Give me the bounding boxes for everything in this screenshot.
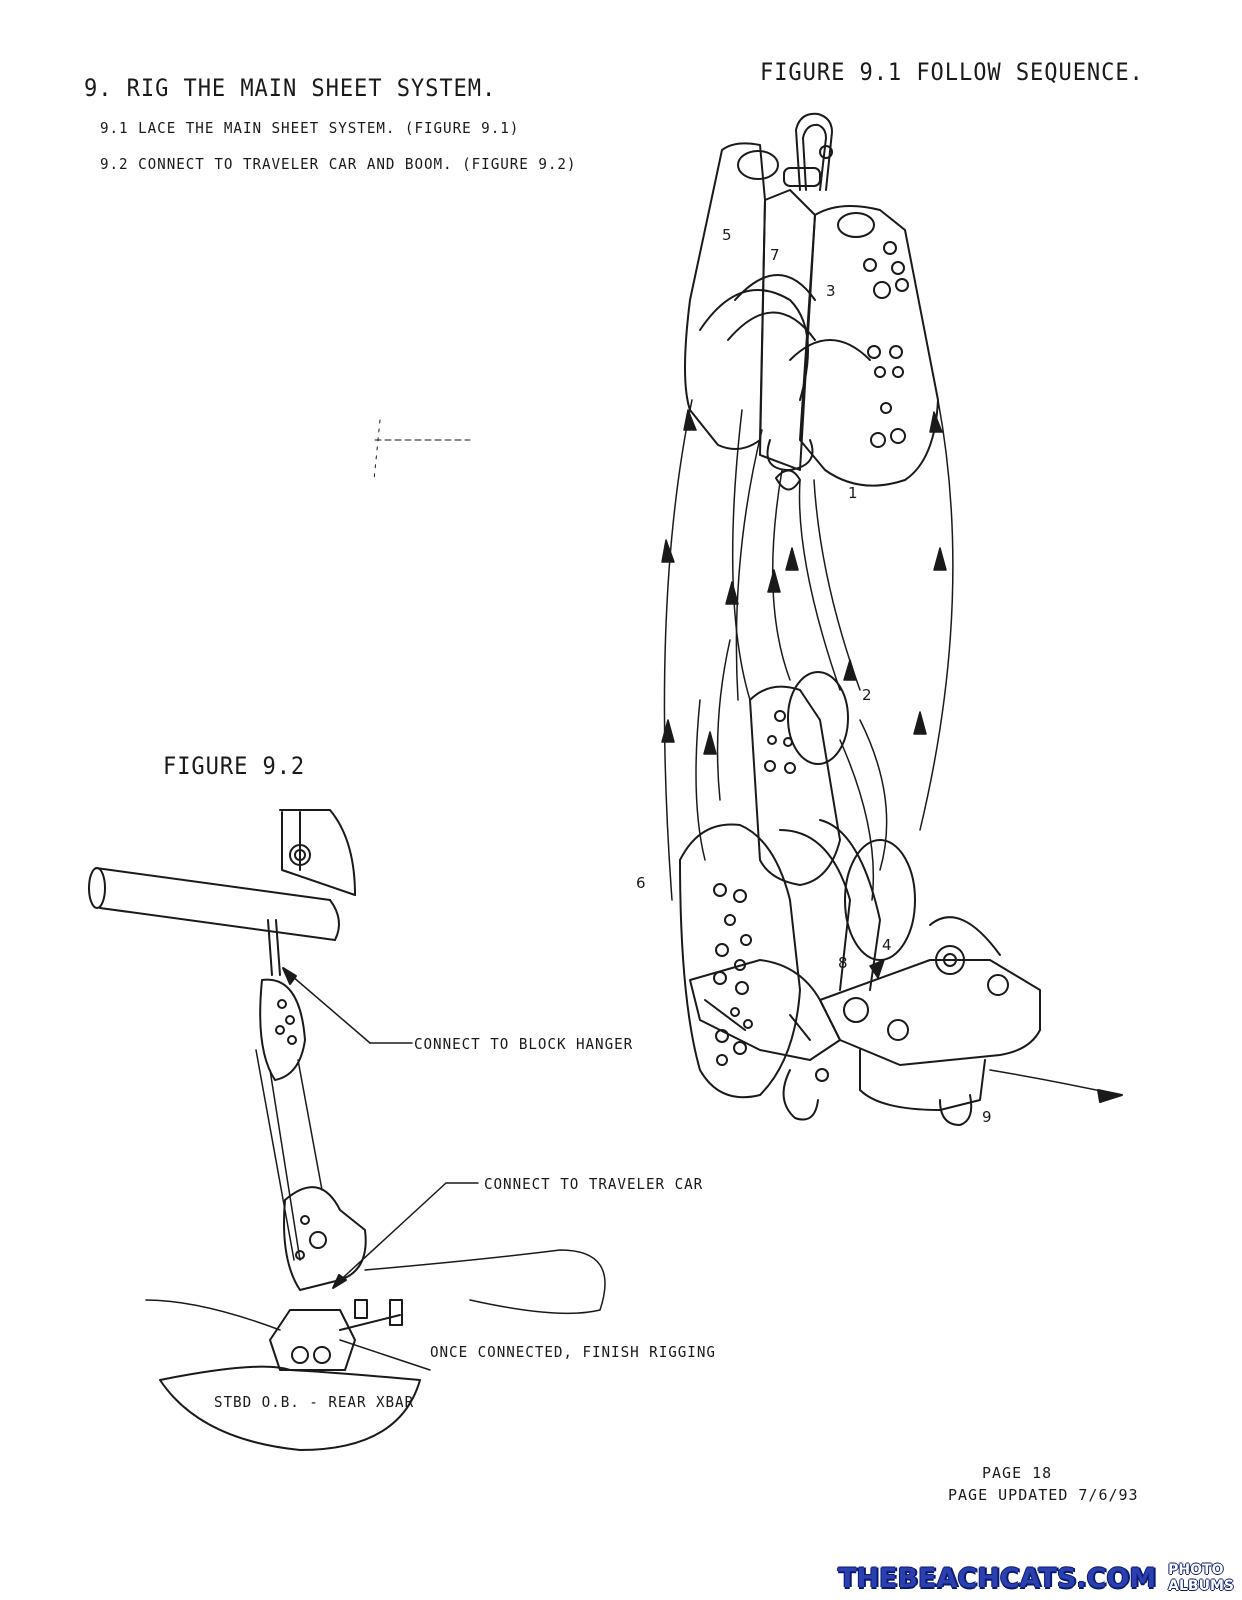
callout-finish-rigging: ONCE CONNECTED, FINISH RIGGING: [430, 1343, 716, 1361]
watermark-logo: THEBEACHCATS.COM PHOTO ALBUMS: [838, 1560, 1242, 1596]
section-heading: 9. RIG THE MAIN SHEET SYSTEM.: [84, 74, 497, 102]
figure-9-1-title: FIGURE 9.1 FOLLOW SEQUENCE.: [760, 58, 1144, 86]
watermark-brand: THEBEACHCATS.COM: [838, 1562, 1157, 1594]
sequence-label-5: 5: [722, 226, 732, 244]
sequence-label-1: 1: [848, 484, 858, 502]
sequence-label-4: 4: [882, 936, 892, 954]
figure-9-2-drawing: [88, 809, 606, 1451]
step-lace-main-sheet: 9.1 LACE THE MAIN SHEET SYSTEM. (FIGURE …: [100, 119, 520, 137]
figure-9-2-title: FIGURE 9.2: [163, 752, 306, 780]
callout-block-hanger: CONNECT TO BLOCK HANGER: [414, 1035, 634, 1053]
watermark-sub: PHOTO ALBUMS: [1168, 1562, 1234, 1594]
upper-block-drawing: [684, 112, 939, 491]
page-number: PAGE 18: [982, 1464, 1053, 1482]
lower-block-drawing: [679, 671, 1123, 1126]
step-connect-car-boom: 9.2 CONNECT TO TRAVELER CAR AND BOOM. (F…: [100, 155, 577, 173]
reeving-lines: [661, 399, 954, 979]
page-updated-date: PAGE UPDATED 7/6/93: [948, 1486, 1139, 1504]
sequence-label-2: 2: [862, 686, 872, 704]
sequence-label-3: 3: [826, 282, 836, 300]
callout-rear-xbar: STBD O.B. - REAR XBAR: [214, 1393, 415, 1411]
callout-traveler-car: CONNECT TO TRAVELER CAR: [484, 1175, 704, 1193]
sequence-label-6: 6: [636, 874, 646, 892]
sequence-label-9: 9: [982, 1108, 992, 1126]
sequence-label-8: 8: [838, 954, 848, 972]
sequence-label-7: 7: [770, 246, 780, 264]
